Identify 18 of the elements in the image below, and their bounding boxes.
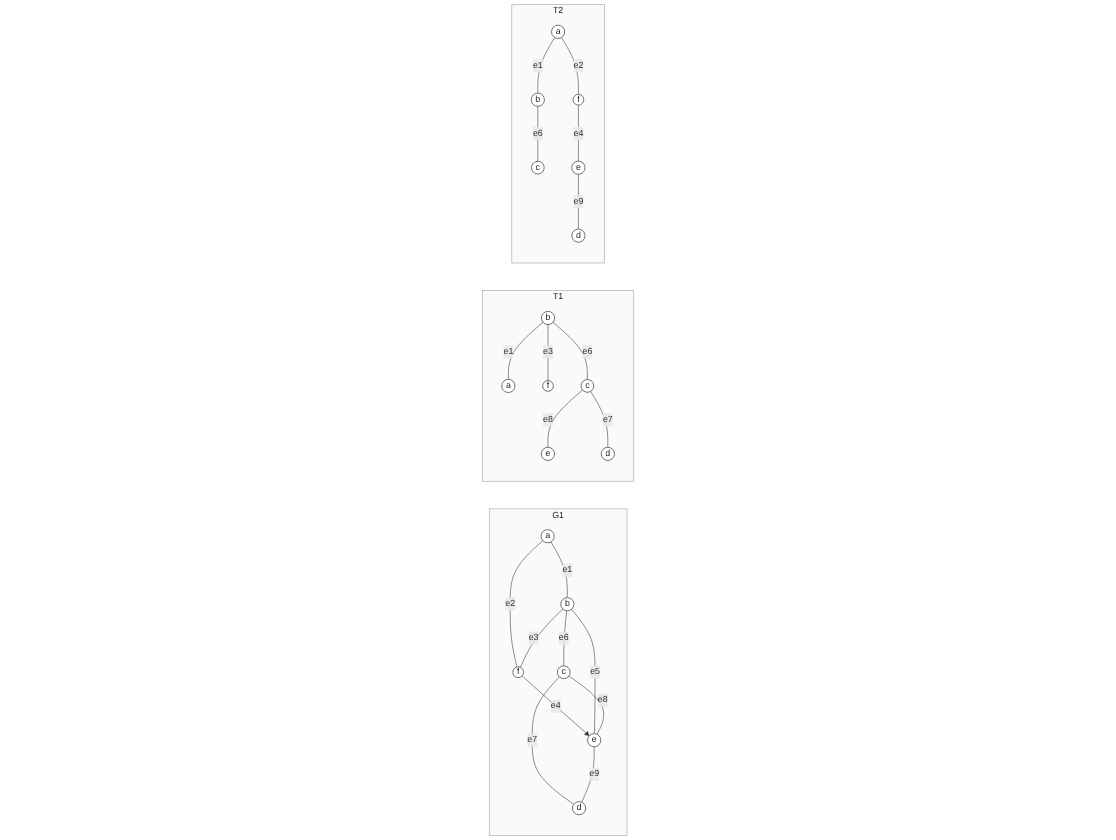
connector [578, 104, 579, 162]
connector [537, 37, 555, 94]
connector [508, 322, 544, 380]
connector [561, 37, 579, 95]
connector [578, 174, 579, 230]
connector [571, 609, 596, 734]
connector [552, 322, 588, 380]
connector [563, 610, 567, 667]
connector [537, 106, 538, 162]
connector [550, 541, 568, 598]
connector [568, 675, 604, 735]
connector [547, 389, 583, 448]
connector [590, 391, 608, 448]
connector [547, 324, 549, 381]
connector [531, 676, 574, 805]
connector [509, 540, 543, 668]
connector [581, 746, 595, 803]
connector [520, 608, 563, 668]
